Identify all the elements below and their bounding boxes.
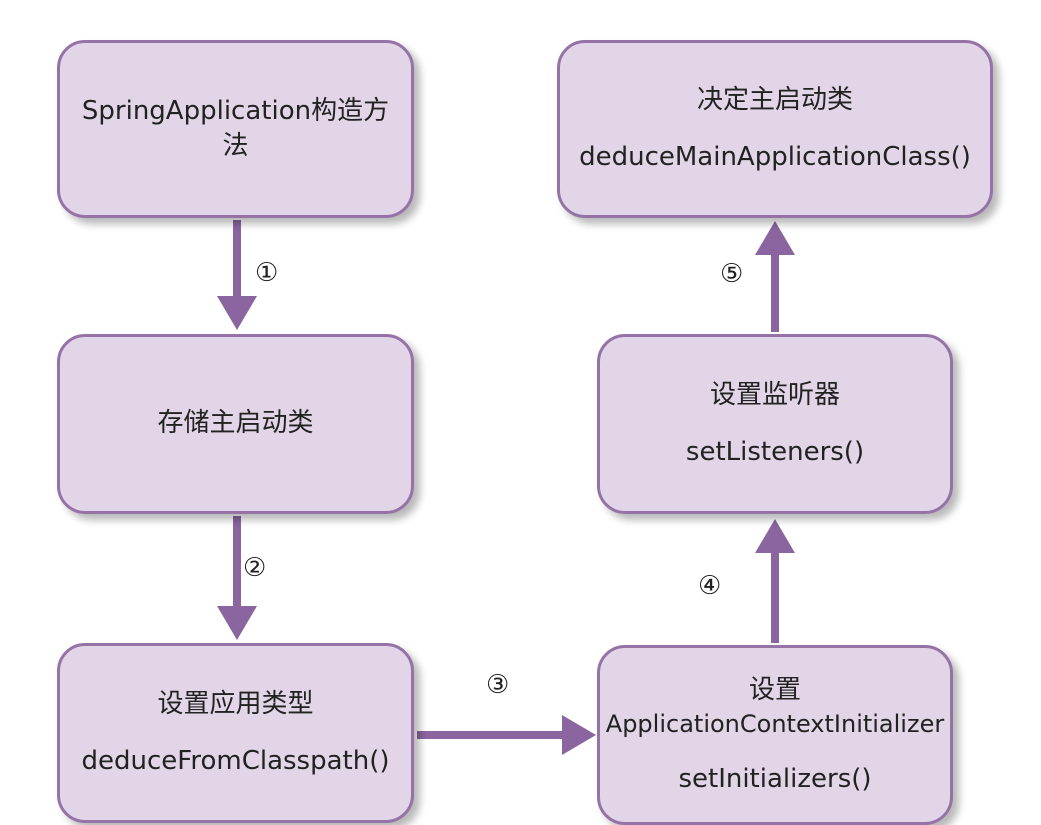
node-constructor-line1: SpringApplication构造方 — [81, 95, 390, 126]
node-initializers: 设置 ApplicationContextInitializer setInit… — [597, 645, 953, 825]
edge-5-arrowhead — [755, 221, 795, 255]
node-initializers-line1: 设置 — [748, 674, 801, 705]
edge-1-arrowhead — [217, 296, 257, 330]
node-main-class: 决定主启动类 deduceMainApplicationClass() — [557, 40, 993, 218]
node-listeners-line1: 设置监听器 — [709, 379, 840, 410]
node-listeners-line2: setListeners() — [685, 437, 865, 467]
edge-2-arrowhead — [217, 606, 257, 640]
step-label-1: ① — [255, 258, 279, 288]
node-initializers-line3: setInitializers() — [678, 764, 872, 795]
edge-3-arrowhead — [562, 715, 596, 755]
node-store-main: 存储主启动类 — [57, 334, 414, 514]
node-app-type-line1: 设置应用类型 — [157, 688, 314, 719]
node-constructor: SpringApplication构造方 法 — [57, 40, 414, 218]
step-label-5: ⑤ — [720, 259, 744, 289]
node-main-class-line1: 决定主启动类 — [696, 84, 853, 115]
step-label-3: ③ — [486, 670, 510, 700]
step-label-4: ④ — [698, 571, 722, 601]
node-app-type: 设置应用类型 deduceFromClasspath() — [57, 643, 414, 823]
edge-4-arrowhead — [755, 519, 795, 553]
node-app-type-line2: deduceFromClasspath() — [81, 746, 390, 776]
node-store-main-line1: 存储主启动类 — [157, 408, 314, 439]
step-label-2: ② — [243, 553, 267, 583]
node-initializers-line2: ApplicationContextInitializer — [605, 709, 945, 738]
node-main-class-line2: deduceMainApplicationClass() — [579, 142, 971, 172]
node-listeners: 设置监听器 setListeners() — [597, 334, 953, 514]
node-constructor-line2: 法 — [222, 131, 249, 161]
